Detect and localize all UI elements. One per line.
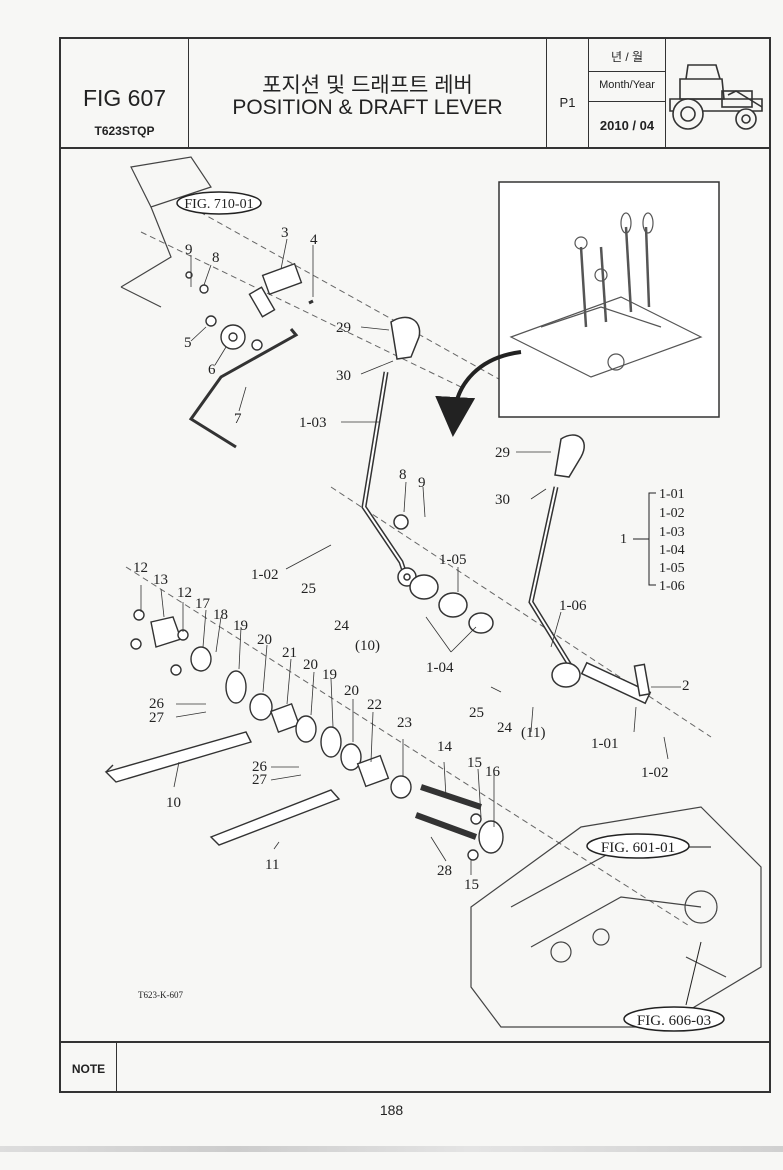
date-label: Month/Year <box>599 79 655 91</box>
callout-25: 25 <box>301 581 316 597</box>
top-housing-sketch <box>120 156 212 308</box>
callout-19: 19 <box>322 667 337 683</box>
callout-9: 9 <box>418 475 426 491</box>
callout-13: 13 <box>153 572 168 588</box>
assembly-item: 1-01 <box>659 487 685 502</box>
callout-20: 20 <box>303 657 318 673</box>
callout-23: 23 <box>397 715 412 731</box>
callout-1-02: 1-02 <box>251 567 279 583</box>
ref-fig-601: FIG. 601-01 <box>601 840 675 856</box>
callout-4: 4 <box>310 232 318 248</box>
header-block: FIG 607 T623STQP 포지션 및 드래프트 레버 POSITION … <box>61 39 769 149</box>
assembly-list: 1 1-01 1-02 1-03 1-04 1-05 1-06 <box>620 487 685 594</box>
callout-3: 3 <box>281 225 289 241</box>
callout-2: 2 <box>682 678 690 694</box>
callout-27: 27 <box>149 710 165 726</box>
callout-17: 17 <box>195 596 211 612</box>
callout-8: 8 <box>399 467 407 483</box>
callout-24: 24 <box>497 720 513 736</box>
callout-22: 22 <box>367 697 382 713</box>
callout-20: 20 <box>344 683 359 699</box>
assembly-item: 1-03 <box>659 525 685 540</box>
callout-8: 8 <box>212 250 220 266</box>
callout-12: 12 <box>133 560 148 576</box>
callout-5: 5 <box>184 335 192 351</box>
callout-1-06: 1-06 <box>559 598 587 614</box>
callout-14: 14 <box>437 739 453 755</box>
callout-20: 20 <box>257 632 272 648</box>
scan-edge <box>0 1146 783 1152</box>
callout-1-03: 1-03 <box>299 415 327 431</box>
callout-leader-lines <box>140 238 681 875</box>
fig-number: FIG 607 <box>82 85 167 111</box>
callout-1-01: 1-01 <box>591 736 619 752</box>
note-label: NOTE <box>61 1043 117 1093</box>
callout-15: 15 <box>467 755 482 771</box>
note-row: NOTE <box>61 1041 769 1093</box>
fig-cell: FIG 607 T623STQP <box>61 39 189 147</box>
exploded-parts-diagram: FIG. 710-01 FIG. 601-01 FIG. 606-03 T623… <box>104 156 762 1032</box>
callout-11-ref: (11) <box>521 725 545 741</box>
callout-25: 25 <box>469 705 484 721</box>
callout-7: 7 <box>234 411 242 427</box>
page-number: 188 <box>379 1102 404 1118</box>
callout-12: 12 <box>177 585 192 601</box>
callout-16: 16 <box>485 764 501 780</box>
callout-28: 28 <box>437 863 452 879</box>
tractor-icon <box>669 64 763 130</box>
title-korean: 포지션 및 드래프트 레버 <box>262 74 473 97</box>
callout-19: 19 <box>233 618 248 634</box>
callout-29: 29 <box>495 445 510 461</box>
callout-29: 29 <box>336 320 351 336</box>
ref-fig-710: FIG. 710-01 <box>184 197 253 212</box>
page-frame: FIG 607 T623STQP 포지션 및 드래프트 레버 POSITION … <box>59 37 771 1093</box>
assembly-item: 1-04 <box>659 543 685 558</box>
ref-fig-606: FIG. 606-03 <box>637 1013 711 1029</box>
callout-24: 24 <box>334 618 350 634</box>
callout-1-04: 1-04 <box>426 660 454 676</box>
page-label: P1 <box>559 95 576 110</box>
callout-21: 21 <box>282 645 297 661</box>
callout-6: 6 <box>208 362 216 378</box>
lower-linkage-parts <box>104 609 504 861</box>
assembly-item: 1-05 <box>659 561 685 576</box>
inset-detail-box <box>498 181 720 418</box>
position-lever <box>361 316 494 634</box>
callout-1-05: 1-05 <box>439 552 467 568</box>
callout-9: 9 <box>185 242 193 258</box>
callout-10-ref: (10) <box>355 638 380 654</box>
assembly-item: 1-02 <box>659 506 685 521</box>
date-label-korean: 년 / 월 <box>610 50 644 64</box>
divider <box>589 71 665 72</box>
date-cell: 년 / 월 Month/Year 2010 / 04 <box>589 39 666 147</box>
assembly-axis-lines <box>125 206 712 928</box>
callout-30: 30 <box>336 368 351 384</box>
callout-26: 26 <box>252 759 268 775</box>
title-cell: 포지션 및 드래프트 레버 POSITION & DRAFT LEVER <box>189 39 547 147</box>
callout-18: 18 <box>213 607 228 623</box>
callout-15: 15 <box>464 877 479 893</box>
callout-11: 11 <box>265 857 279 873</box>
drawing-code: T623-K-607 <box>138 990 183 1000</box>
figure-reference-labels: FIG. 710-01 FIG. 601-01 FIG. 606-03 <box>176 191 725 1032</box>
assembly-number: 1 <box>620 532 627 547</box>
callout-1-02: 1-02 <box>641 765 669 781</box>
draft-lever <box>528 434 652 705</box>
assembly-item: 1-06 <box>659 579 685 594</box>
part-callouts: 3 4 9 8 5 6 7 29 30 1-03 8 9 1-02 1-05 1… <box>133 225 690 893</box>
callout-30: 30 <box>495 492 510 508</box>
upper-linkage-parts <box>185 262 314 449</box>
model-code: T623STQP <box>94 124 155 138</box>
tractor-thumbnail-cell <box>666 39 769 147</box>
page-cell: P1 <box>547 39 589 147</box>
callout-26: 26 <box>149 696 165 712</box>
date-value: 2010 / 04 <box>599 118 655 133</box>
callout-27: 27 <box>252 772 268 788</box>
divider <box>589 101 665 102</box>
title-english: POSITION & DRAFT LEVER <box>232 96 503 119</box>
curved-arrow-icon <box>435 350 522 437</box>
callout-10: 10 <box>166 795 181 811</box>
